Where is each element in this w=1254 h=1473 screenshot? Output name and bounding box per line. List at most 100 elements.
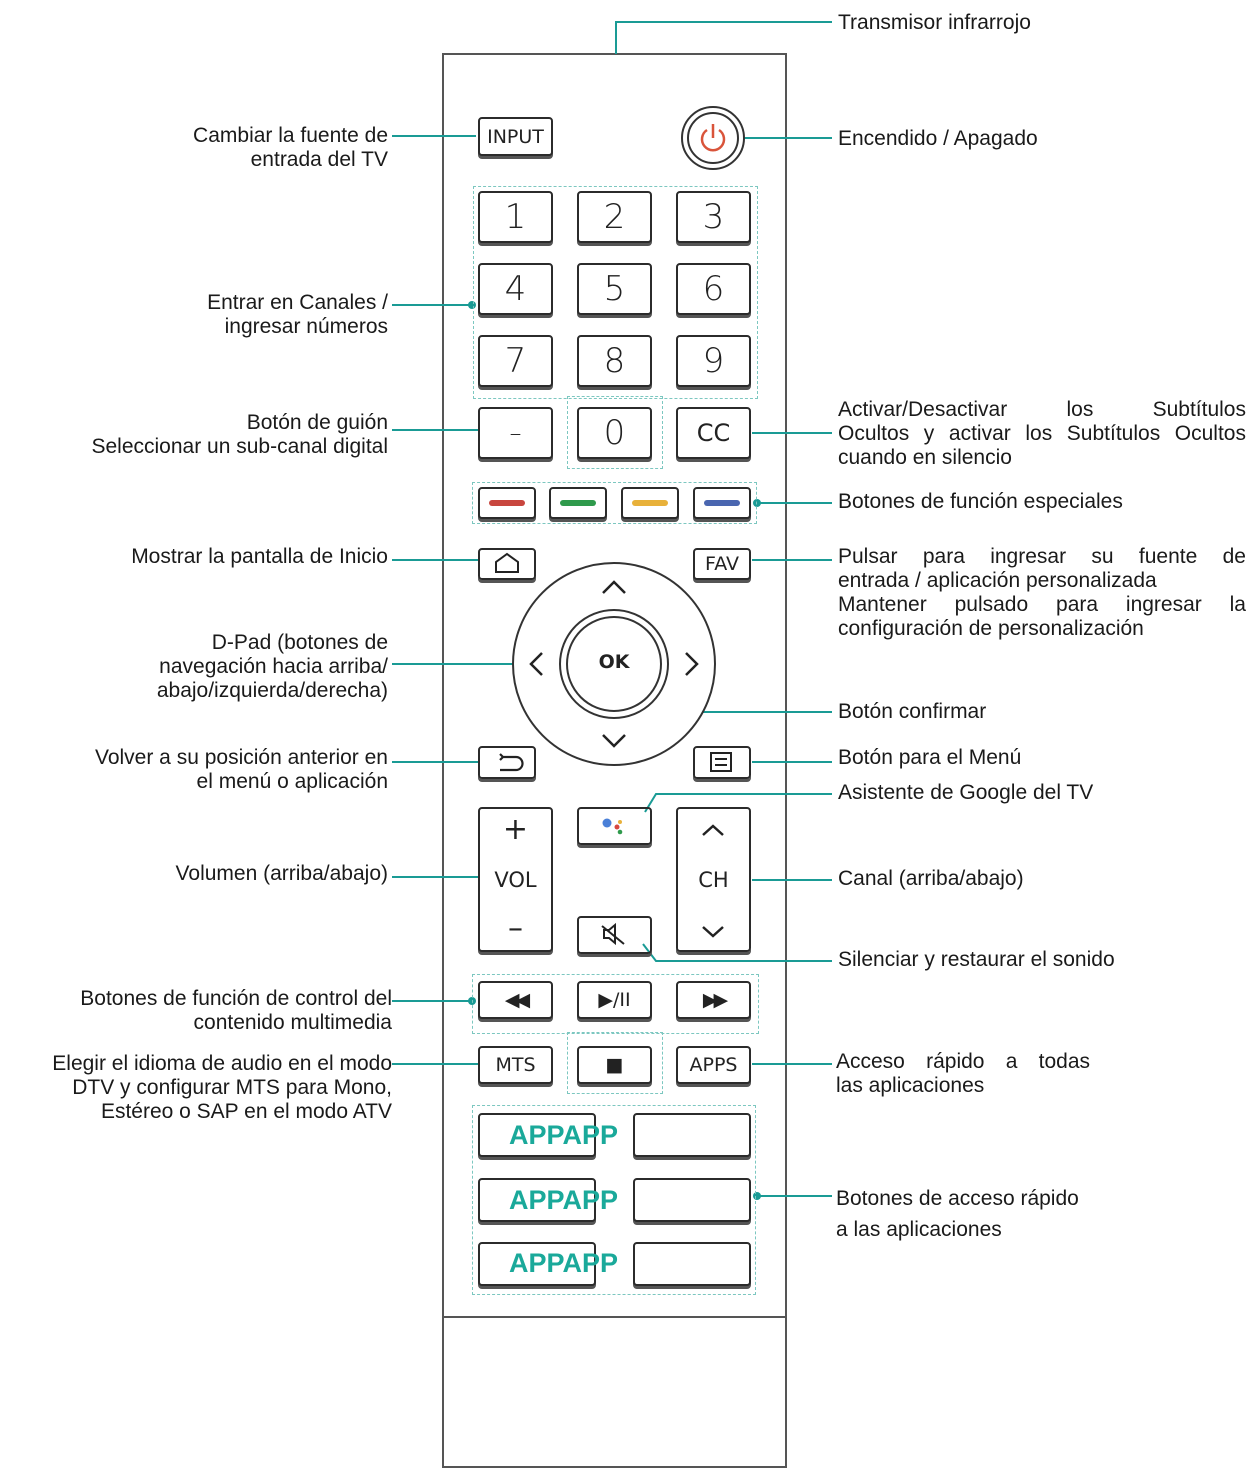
color-keys-dot <box>753 499 761 507</box>
input-button[interactable]: INPUT <box>478 117 553 156</box>
color-keys-group <box>472 482 757 524</box>
zero-group <box>567 396 663 469</box>
number-8-button[interactable]: 8 <box>577 335 652 387</box>
cc-label-line-2: Ocultos y activar los Subtítulos Ocultos <box>838 422 1246 445</box>
assistant-leader <box>644 793 832 813</box>
apps-button[interactable]: APPS <box>676 1046 751 1084</box>
app-key-3-label: APPAPP <box>509 1248 619 1278</box>
fav-label-line-1: Pulsar para ingresar su fuente de <box>838 545 1246 568</box>
blue-button[interactable] <box>693 487 751 519</box>
power-icon <box>700 128 726 152</box>
assistant-icon <box>602 818 612 828</box>
blue-bar <box>704 500 740 506</box>
assistant-button[interactable] <box>577 807 652 845</box>
volume-label: VOL <box>494 867 537 892</box>
menu-button[interactable] <box>693 746 751 779</box>
home-button[interactable] <box>478 548 536 580</box>
number-1-button[interactable]: 1 <box>478 191 553 243</box>
back-label: Volver a su posición anterior en el menú… <box>94 746 388 793</box>
numbers-dot <box>468 301 476 309</box>
media-label: Botones de función de control del conten… <box>80 987 392 1034</box>
channel-label: CH <box>698 867 729 892</box>
app-key-1-label: APPAPP <box>509 1120 619 1150</box>
red-bar <box>489 500 525 506</box>
green-button[interactable] <box>549 487 607 519</box>
dpad-up-icon <box>602 580 626 594</box>
mts-label: Elegir el idioma de audio en el modo DTV… <box>52 1052 392 1123</box>
menu-label: Botón para el Menú <box>838 746 1022 769</box>
cc-button[interactable]: CC <box>676 407 751 459</box>
app-key-1-left[interactable] <box>478 1113 596 1157</box>
app-key-1-right[interactable] <box>633 1113 751 1157</box>
channel-rocker[interactable]: CH <box>676 807 751 952</box>
apps-label-line-1: Acceso rápido a todas <box>836 1050 1090 1073</box>
ir-leader <box>615 21 832 54</box>
dpad-left-icon <box>529 652 543 676</box>
assistant-label: Asistente de Google del TV <box>838 781 1094 804</box>
numpad-group <box>473 186 758 399</box>
home-icon <box>495 552 519 573</box>
apps-label-line-2: las aplicaciones <box>836 1074 985 1097</box>
fav-label-line-2: entrada / aplicación personalizada <box>838 569 1157 592</box>
number-0-button[interactable]: 0 <box>577 407 652 459</box>
app-keys-label: Botones de acceso rápido a las aplicacio… <box>836 1183 1079 1245</box>
number-3-button[interactable]: 3 <box>676 191 751 243</box>
app-key-3-left[interactable] <box>478 1242 596 1286</box>
number-2-button[interactable]: 2 <box>577 191 652 243</box>
stop-button[interactable]: ■ <box>577 1046 652 1084</box>
fav-label-line-4: configuración de personalización <box>838 617 1144 640</box>
dpad-down-icon <box>602 734 626 748</box>
mute-icon <box>603 922 616 946</box>
yellow-button[interactable] <box>621 487 679 519</box>
app-key-2-right[interactable] <box>633 1178 751 1222</box>
app-keys-label-line-2: a las aplicaciones <box>836 1218 1002 1241</box>
number-7-button[interactable]: 7 <box>478 335 553 387</box>
fav-label-line-3: Mantener pulsado para ingresar la <box>838 593 1246 616</box>
mute-button[interactable] <box>577 916 652 954</box>
volume-down-button[interactable]: – <box>508 911 523 946</box>
ok-button <box>566 616 662 712</box>
mts-button[interactable]: MTS <box>478 1046 553 1084</box>
cc-label-line-3: cuando en silencio <box>838 446 1012 469</box>
dash-label: Botón de guión Seleccionar un sub-canal … <box>91 411 388 458</box>
ok-label: OK <box>598 651 630 673</box>
play-pause-button[interactable]: ▶/II <box>577 981 652 1019</box>
back-icon <box>499 753 524 772</box>
home-label: Mostrar la pantalla de Inicio <box>131 545 388 568</box>
rewind-button[interactable]: ◀◀ <box>478 981 553 1019</box>
app-keys-group <box>472 1105 756 1295</box>
volume-label-text: Volumen (arriba/abajo) <box>175 862 388 885</box>
dash-button[interactable]: – <box>478 407 553 459</box>
app-key-3-right[interactable] <box>633 1242 751 1286</box>
ok-label-text: Botón confirmar <box>838 700 987 723</box>
volume-up-button[interactable]: + <box>502 812 529 847</box>
apps-label: Acceso rápido a todas las aplicaciones <box>836 1050 1090 1098</box>
dpad-label: D-Pad (botones de navegación hacia arrib… <box>156 631 388 702</box>
yellow-bar <box>632 500 668 506</box>
number-9-button[interactable]: 9 <box>676 335 751 387</box>
fav-label: Pulsar para ingresar su fuente de entrad… <box>838 545 1246 641</box>
red-button[interactable] <box>478 487 536 519</box>
ch-up-icon <box>702 824 724 836</box>
cc-label: Activar/Desactivar los Subtítulos Oculto… <box>838 398 1246 470</box>
input-label: Cambiar la fuente de entrada del TV <box>193 124 388 171</box>
app-key-2-left[interactable] <box>478 1178 596 1222</box>
number-6-button[interactable]: 6 <box>676 263 751 315</box>
back-button[interactable] <box>478 746 536 779</box>
app-keys-label-line-1: Botones de acceso rápido <box>836 1187 1079 1210</box>
media-group <box>472 974 759 1034</box>
green-bar <box>560 500 596 506</box>
number-4-button[interactable]: 4 <box>478 263 553 315</box>
mute-leader <box>642 943 832 962</box>
menu-icon <box>710 752 732 772</box>
ir-label: Transmisor infrarrojo <box>838 11 1031 34</box>
color-keys-label: Botones de función especiales <box>838 490 1123 513</box>
number-5-button[interactable]: 5 <box>577 263 652 315</box>
power-label: Encendido / Apagado <box>838 127 1038 150</box>
fav-button[interactable]: FAV <box>693 548 751 580</box>
channel-label-text: Canal (arriba/abajo) <box>838 867 1024 890</box>
mute-label: Silenciar y restaurar el sonido <box>838 948 1115 971</box>
fast-forward-button[interactable]: ▶▶ <box>676 981 751 1019</box>
ch-down-icon <box>702 926 724 938</box>
volume-rocker[interactable]: + VOL – <box>478 807 553 952</box>
